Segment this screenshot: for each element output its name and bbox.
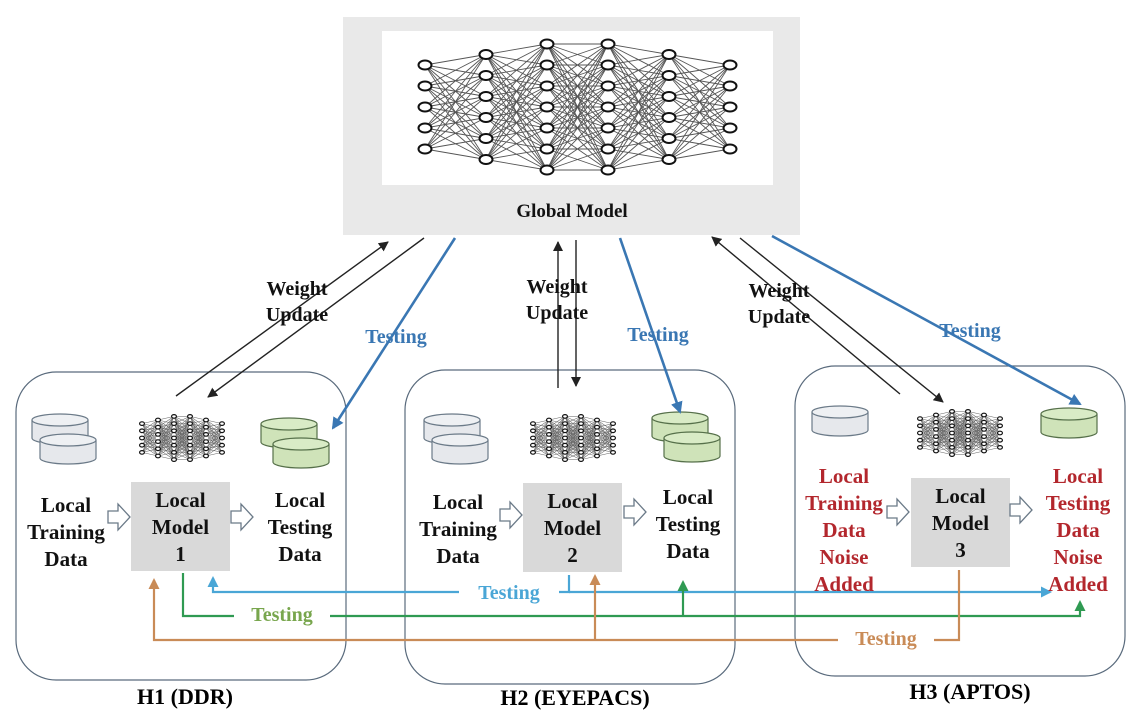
testing-database-3-icon — [1040, 407, 1098, 439]
h3-name: H3 (APTOS) — [909, 679, 1031, 704]
global-neural-network-icon — [417, 38, 738, 176]
flow-arrow-model-to-testing-1 — [230, 502, 254, 532]
local-model-3-box — [911, 478, 1010, 567]
local-network-1-icon — [139, 414, 226, 463]
testing-label-global-h2: Testing — [627, 324, 689, 346]
weight-update-arrows-h2 — [553, 240, 581, 388]
hospital-3-container — [794, 365, 1126, 677]
flow-arrow-training-to-model-2 — [499, 500, 523, 530]
local-model-1-box — [131, 482, 230, 571]
flow-arrow-training-to-model-3 — [886, 497, 910, 527]
h1-name: H1 (DDR) — [137, 684, 233, 709]
testing-database-2-icon — [651, 411, 721, 463]
testing-label-light-blue: Testing — [459, 580, 559, 607]
h2-local-training-data: Local Training Data — [419, 490, 497, 568]
h3-local-model-label: Local Model 3 — [931, 484, 990, 562]
local-network-2-icon — [529, 414, 616, 463]
h3-local-testing-data-noise: Local Testing Data Noise Added — [1045, 464, 1111, 596]
weight-update-arrows-h1 — [175, 237, 425, 398]
weight-update-arrows-h3 — [711, 236, 944, 403]
flow-arrow-model-to-testing-3 — [1009, 495, 1033, 525]
testing-label-green: Testing — [234, 602, 330, 629]
testing-database-1-icon — [260, 417, 330, 469]
h2-local-testing-data: Local Testing Data — [655, 485, 721, 563]
h1-local-model-label: Local Model 1 — [151, 488, 210, 566]
testing-label-orange: Testing — [838, 626, 934, 653]
training-database-3-icon — [811, 405, 869, 437]
global-testing-arrows — [331, 234, 1082, 430]
h3-local-training-data-noise: Local Training Data Noise Added — [805, 464, 883, 596]
training-database-1-icon — [31, 413, 97, 465]
flow-arrow-model-to-testing-2 — [623, 497, 647, 527]
h1-local-training-data: Local Training Data — [27, 493, 105, 571]
local-model-2-box — [523, 483, 622, 572]
hospital-2-container — [404, 369, 736, 685]
weight-update-label-h2: Weight Update — [525, 276, 589, 324]
cross-testing-green — [181, 573, 1086, 618]
training-database-2-icon — [423, 413, 489, 465]
hospital-1-container — [15, 371, 347, 681]
global-model-label: Global Model — [516, 201, 628, 222]
flow-arrow-training-to-model-1 — [107, 502, 131, 532]
cross-testing-light-blue — [207, 575, 1052, 598]
h1-local-testing-data: Local Testing Data — [267, 488, 333, 566]
weight-update-label-h3: Weight Update — [747, 280, 811, 328]
testing-label-global-h3: Testing — [939, 320, 1001, 342]
testing-label-global-h1: Testing — [365, 326, 427, 348]
cross-testing-orange — [148, 570, 961, 642]
h2-name: H2 (EYEPACS) — [500, 685, 650, 710]
local-network-3-icon — [916, 409, 1003, 458]
weight-update-label-h1: Weight Update — [265, 278, 329, 326]
h2-local-model-label: Local Model 2 — [543, 489, 602, 567]
